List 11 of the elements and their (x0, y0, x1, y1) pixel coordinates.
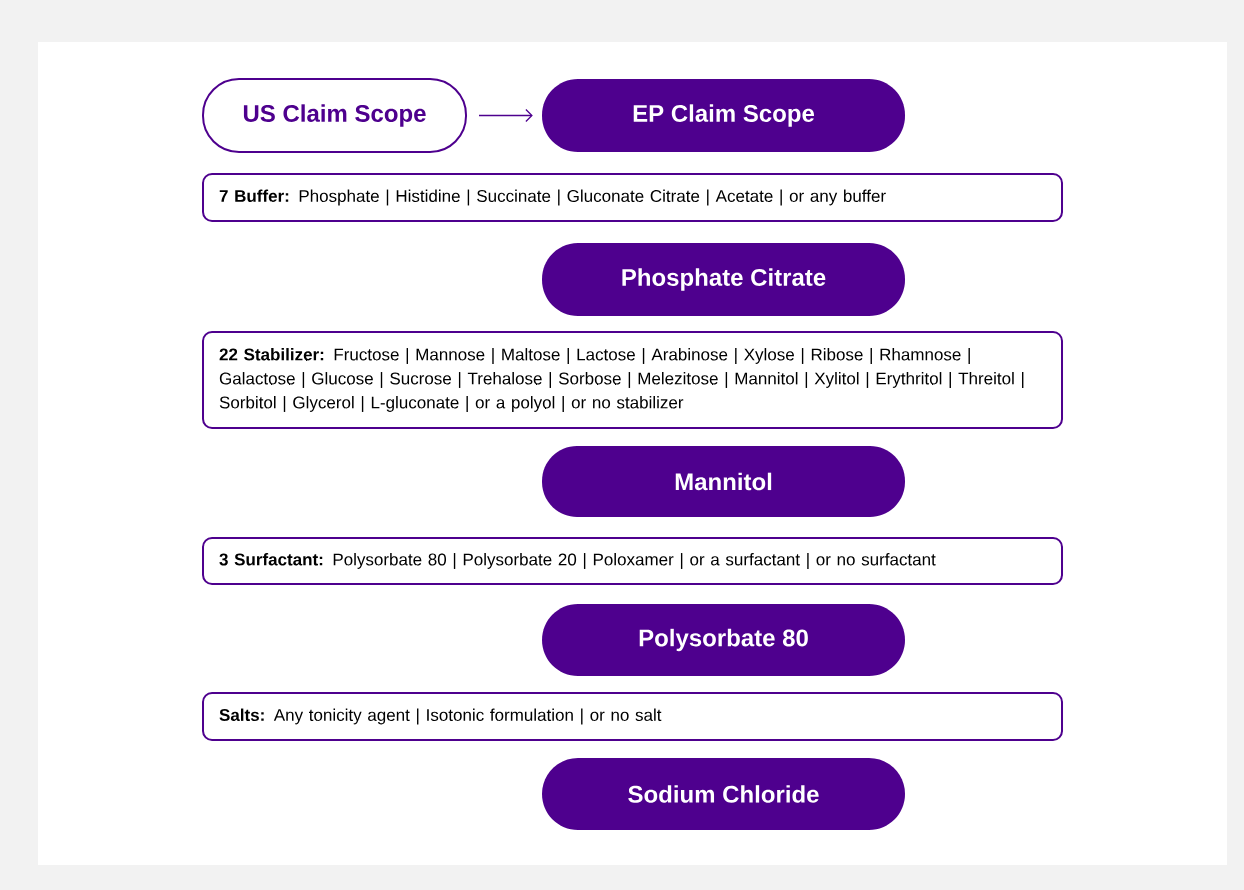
result-pill: Polysorbate 80 (542, 604, 905, 676)
result-pill: EP Claim Scope (542, 79, 905, 152)
option-box: Salts: Any tonicity agent | Isotonic formulation | or no salt (202, 692, 1063, 741)
option-box: 22 Stabilizer: Fructose | Mannose | Maltose | Lactose | Arabinose | Xylose | Ribose | Rhamnose | Galactose | Glucose | Sucrose | Trehalose | Sorbose | Melezitose | Mannitol | Xylitol | Erythritol | Threitol | Sorbitol | Glycerol | L-gluconate | or a polyol | or no stabilizer (202, 331, 1063, 429)
scope-pill: US Claim Scope (202, 78, 467, 153)
option-box: 7 Buffer: Phosphate | Histidine | Succinate | Gluconate Citrate | Acetate | or any buffer (202, 173, 1063, 222)
result-pill: Sodium Chloride (542, 758, 905, 830)
result-pill: Phosphate Citrate (542, 243, 905, 316)
arrow (478, 108, 533, 123)
option-box: 3 Surfactant: Polysorbate 80 | Polysorbate 20 | Poloxamer | or a surfactant | or no surfactant (202, 537, 1063, 585)
result-pill: Mannitol (542, 446, 905, 517)
